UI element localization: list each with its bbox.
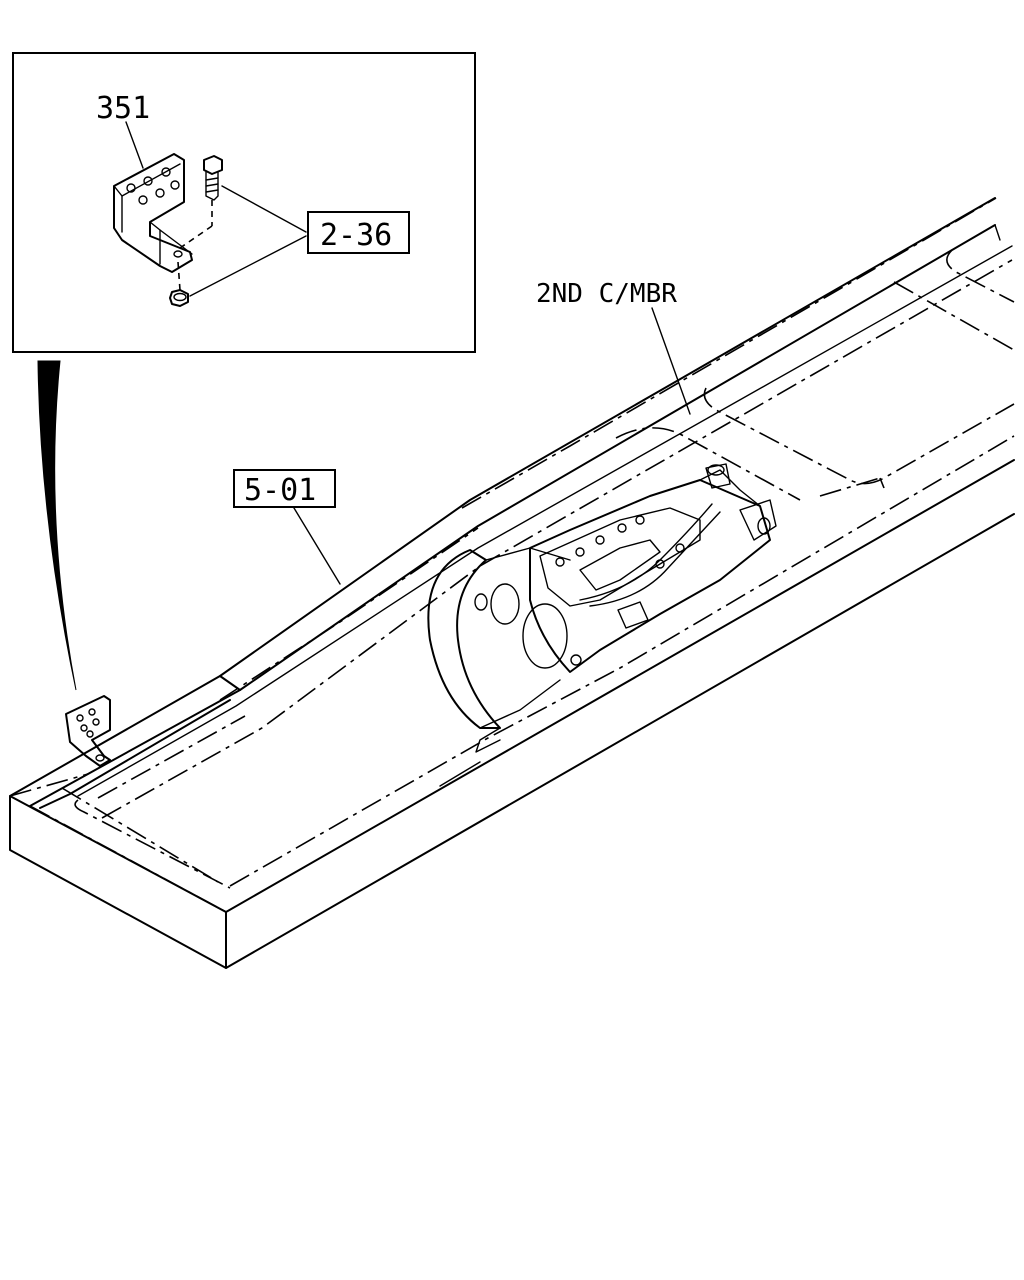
detail-pointer <box>37 360 77 691</box>
part-number-351: 351 <box>96 91 150 126</box>
frame-rail <box>9 197 1015 969</box>
ref-label-5-01: 5-01 <box>244 473 316 508</box>
leader-2-36-lower <box>189 235 307 297</box>
nut-icon <box>169 261 189 307</box>
leader-2nd-crossmember <box>651 307 691 415</box>
frame-bracket-icon <box>65 695 111 767</box>
leader-5-01 <box>293 507 341 585</box>
leader-2-36-upper <box>221 185 307 233</box>
leader-351 <box>125 121 144 169</box>
ref-label-2-36: 2-36 <box>320 218 392 253</box>
bolt-icon <box>179 155 223 249</box>
ref-box-5-01 <box>233 469 336 508</box>
ref-box-2-36 <box>307 211 410 254</box>
transmission-icon <box>427 463 777 753</box>
label-2nd-crossmember: 2ND C/MBR <box>536 279 677 309</box>
bracket-icon <box>113 153 193 273</box>
detail-inset: 351 <box>12 52 476 353</box>
